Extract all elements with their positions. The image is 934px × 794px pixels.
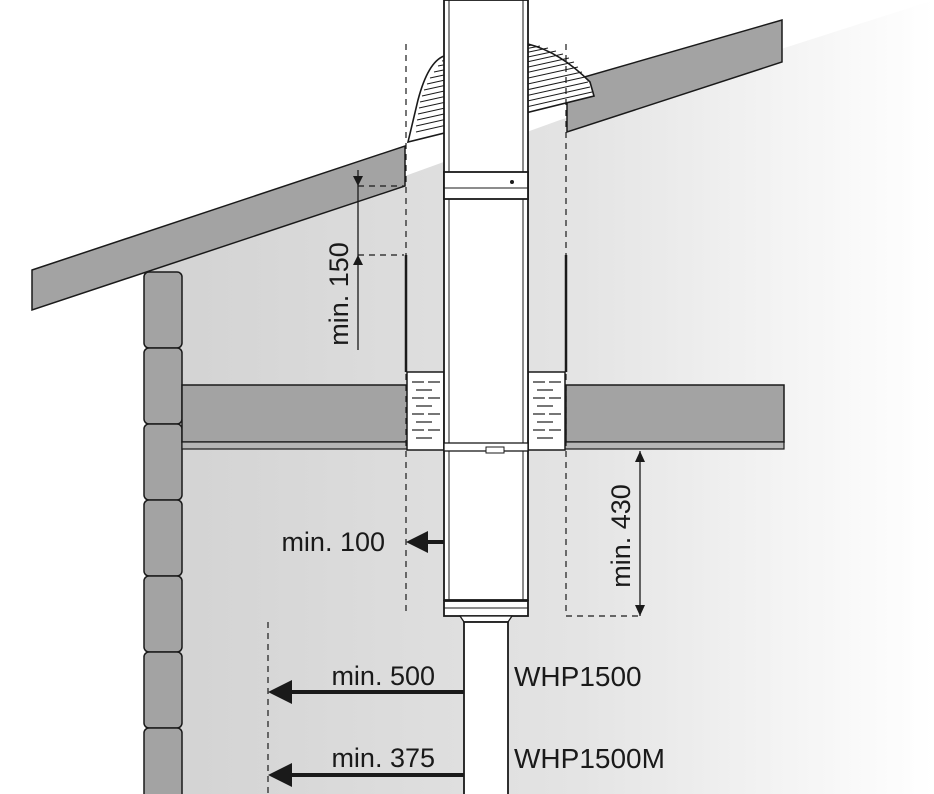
roof-clearance-dimension bbox=[353, 170, 363, 350]
wall-clearance-label: min. 100 bbox=[281, 527, 385, 557]
model-label-whp1500: WHP1500 bbox=[514, 661, 642, 692]
insulation bbox=[406, 371, 566, 451]
stove-flue-pipe bbox=[463, 621, 509, 794]
ceiling-clearance-label: min. 430 bbox=[606, 484, 636, 588]
left-wall bbox=[143, 271, 183, 794]
guide-lines bbox=[267, 44, 642, 794]
clearance-arrow-whp1500 bbox=[268, 680, 464, 704]
clearance-label-whp1500: min. 500 bbox=[331, 661, 435, 691]
roof-clearance-label: min. 150 bbox=[324, 242, 354, 346]
ceiling-clearance-dimension bbox=[635, 451, 645, 616]
roof-right bbox=[566, 19, 783, 134]
wall-clearance-arrow bbox=[406, 531, 444, 553]
clearance-label-whp1500m: min. 375 bbox=[331, 743, 435, 773]
clearance-arrow-whp1500m bbox=[268, 763, 464, 787]
model-label-whp1500m: WHP1500M bbox=[514, 743, 665, 774]
chimney-pipe bbox=[443, 0, 529, 623]
roof-left bbox=[31, 144, 406, 312]
